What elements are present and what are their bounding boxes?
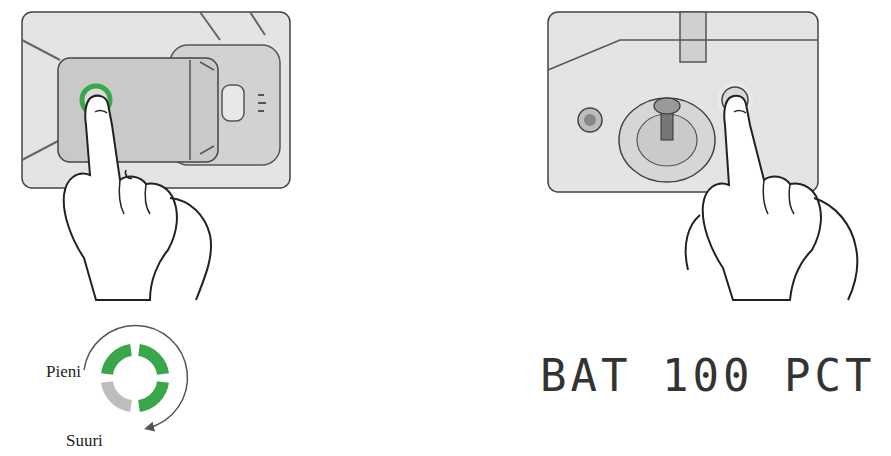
display-readout: BAT 100 PCT [540,350,875,401]
battery-panel [22,12,290,300]
size-label: Suuri [66,431,103,451]
battery-level-leds [84,326,187,428]
size-label: Pieni [46,362,81,382]
controller-panel [548,12,857,300]
